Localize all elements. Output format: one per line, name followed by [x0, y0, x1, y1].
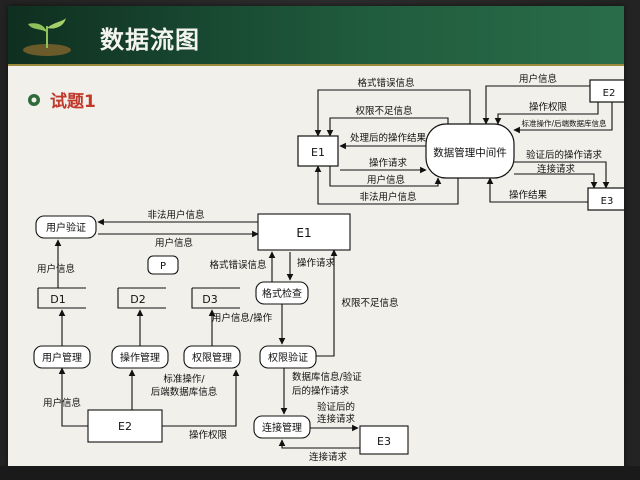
- d1-label: D1: [50, 293, 65, 306]
- flow-e3-conn-label: 连接请求: [537, 163, 576, 175]
- flow-op-request-label: 操作请求: [369, 157, 408, 169]
- flow-e2-op-perm: [494, 102, 599, 125]
- perm-mgmt-label: 权限管理: [192, 351, 232, 364]
- flow-b-op-request-label: 操作请求: [297, 257, 336, 269]
- flow-b-insufficient-label: 权限不足信息: [341, 297, 398, 309]
- datastore-d1: D1: [37, 287, 86, 309]
- flow-b-db-info-label-1: 数据库信息/验证: [292, 371, 362, 383]
- flow-b-insufficient: [316, 249, 338, 357]
- slide-heading: 试题1: [50, 92, 96, 112]
- flow-e3-verified-label: 验证后的操作请求: [526, 149, 603, 161]
- user-mgmt-label: 用户管理: [42, 351, 82, 364]
- d3-label: D3: [202, 293, 217, 306]
- flow-e2-user-info: [482, 85, 590, 125]
- flow-insufficient-perm: [326, 117, 449, 137]
- flow-e2-pm-label: 操作权限: [189, 429, 228, 441]
- top-e3-label: E3: [601, 196, 614, 207]
- bottom-e1-box: [257, 213, 351, 251]
- heading-bullet-icon: [28, 94, 40, 106]
- bottom-e3-label: E3: [377, 435, 391, 448]
- flow-user-info-label: 用户信息: [367, 174, 405, 186]
- flow-e3-conn: [514, 173, 598, 189]
- bottom-e2-box: [87, 409, 163, 443]
- conn-mgmt-label: 连接管理: [262, 421, 302, 434]
- p-process: [147, 255, 179, 275]
- datastore-d3: D3: [191, 287, 240, 309]
- flow-format-error: [314, 89, 471, 137]
- flow-b-conn: [278, 439, 360, 449]
- user-verify-process: [35, 215, 97, 239]
- op-mgmt-label: 操作管理: [120, 351, 160, 364]
- flow-insufficient-perm-label: 权限不足信息: [355, 105, 412, 117]
- flow-e3-result: [486, 177, 588, 203]
- bottom-e3-box: [359, 425, 409, 455]
- flow-format-error-label: 格式错误信息: [357, 77, 414, 89]
- bottom-e1-label: E1: [296, 226, 311, 240]
- flow-e2-om-label-1: 标准操作/: [163, 373, 205, 385]
- flow-e3-result-label: 操作结果: [509, 189, 548, 201]
- d2-label: D2: [130, 293, 145, 306]
- format-check-label: 格式检查: [262, 287, 302, 300]
- datastore-d2: D2: [117, 287, 166, 309]
- flow-e2-op-perm-label: 操作权限: [529, 101, 568, 113]
- monitor-bezel-bottom: [0, 466, 640, 480]
- flow-e2-um-label: 用户信息: [43, 397, 81, 409]
- top-e2-box: [589, 79, 624, 103]
- middleware-label: 数据管理中间件: [433, 146, 507, 159]
- p-label: P: [160, 261, 166, 272]
- perm-verify-label: 权限验证: [268, 351, 308, 364]
- flow-d1-to-uv-label: 用户信息: [37, 263, 75, 275]
- flow-e2-user-info-label: 用户信息: [519, 73, 557, 85]
- flow-e2-std-op-label: 标准操作/后端数据库信息: [521, 118, 607, 128]
- flow-b-format-error-label: 格式错误信息: [209, 259, 266, 271]
- flow-e2-pm: [162, 369, 240, 427]
- perm-verify-process: [259, 345, 317, 369]
- top-e2-label: E2: [603, 88, 616, 99]
- data-flow-diagram: 试题1 E1 数据管理中间件 E2 E3 格式错误信息 权限不足信息 处理后的操…: [28, 73, 624, 463]
- user-verify-label: 用户验证: [46, 221, 86, 234]
- flow-b-userinfo-label: 用户信息: [155, 237, 193, 249]
- slide-header: 数据流图: [8, 6, 624, 66]
- flow-e2-std-op: [513, 102, 613, 134]
- flow-e2-om-label-2: 后端数据库信息: [151, 386, 218, 398]
- flow-processed-result-label: 处理后的操作结果: [350, 132, 427, 144]
- top-e1-label: E1: [311, 146, 325, 159]
- flow-e2-um: [58, 367, 88, 427]
- conn-mgmt-process: [253, 415, 311, 439]
- flow-illegal-user: [314, 165, 459, 205]
- bottom-e2-label: E2: [118, 420, 132, 433]
- presentation-slide: 数据流图 试题1 E1 数据管理中间件 E2 E3 格式错误信息 权限不足信息 …: [8, 6, 624, 466]
- flow-illegal-user-label: 非法用户信息: [359, 191, 416, 203]
- flow-b-verified-label-1: 验证后的: [317, 401, 355, 413]
- flow-b-userop-label: 用户信息/操作: [212, 312, 273, 324]
- flow-b-verified-label-2: 连接请求: [317, 413, 356, 425]
- slide-title: 数据流图: [100, 25, 200, 54]
- flow-e3-verified: [514, 161, 610, 189]
- flow-user-info: [329, 166, 442, 187]
- flow-b-conn-label: 连接请求: [309, 451, 348, 463]
- flow-b-db-info-label-2: 后的操作请求: [292, 385, 350, 397]
- flow-b-illegal-label: 非法用户信息: [147, 209, 204, 221]
- logo-icon: [23, 18, 71, 56]
